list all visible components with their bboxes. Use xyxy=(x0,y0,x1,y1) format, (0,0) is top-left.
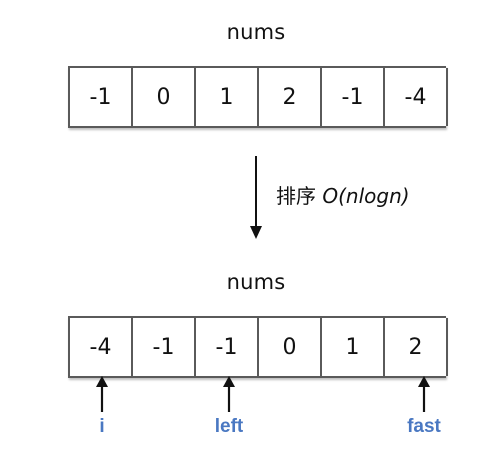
sort-complexity: O(nlogn) xyxy=(322,184,410,208)
array-cell: 1 xyxy=(322,318,385,376)
bottom-array-title: nums xyxy=(226,270,286,294)
top-array: -1 0 1 2 -1 -4 xyxy=(68,66,448,128)
up-arrow-icon xyxy=(223,376,235,412)
array-cell: 2 xyxy=(385,318,448,376)
array-cell: 1 xyxy=(196,68,259,126)
sort-label-text: 排序 xyxy=(276,184,316,208)
pointer-label-i: i xyxy=(99,416,105,437)
pointer-label-left: left xyxy=(214,416,244,437)
up-arrow-icon xyxy=(418,376,430,412)
array-cell: 0 xyxy=(259,318,322,376)
array-cell: -4 xyxy=(70,318,133,376)
array-cell: 0 xyxy=(133,68,196,126)
array-cell: -1 xyxy=(196,318,259,376)
up-arrow-icon xyxy=(96,376,108,412)
array-cell: 2 xyxy=(259,68,322,126)
pointer-label-fast: fast xyxy=(407,416,441,437)
bottom-array: -4 -1 -1 0 1 2 xyxy=(68,316,448,378)
down-arrow-icon xyxy=(250,156,262,239)
array-cell: -4 xyxy=(385,68,448,126)
top-array-title: nums xyxy=(226,20,286,44)
sort-step-label: 排序 O(nlogn) xyxy=(276,180,410,209)
array-cell: -1 xyxy=(70,68,133,126)
array-cell: -1 xyxy=(133,318,196,376)
array-cell: -1 xyxy=(322,68,385,126)
